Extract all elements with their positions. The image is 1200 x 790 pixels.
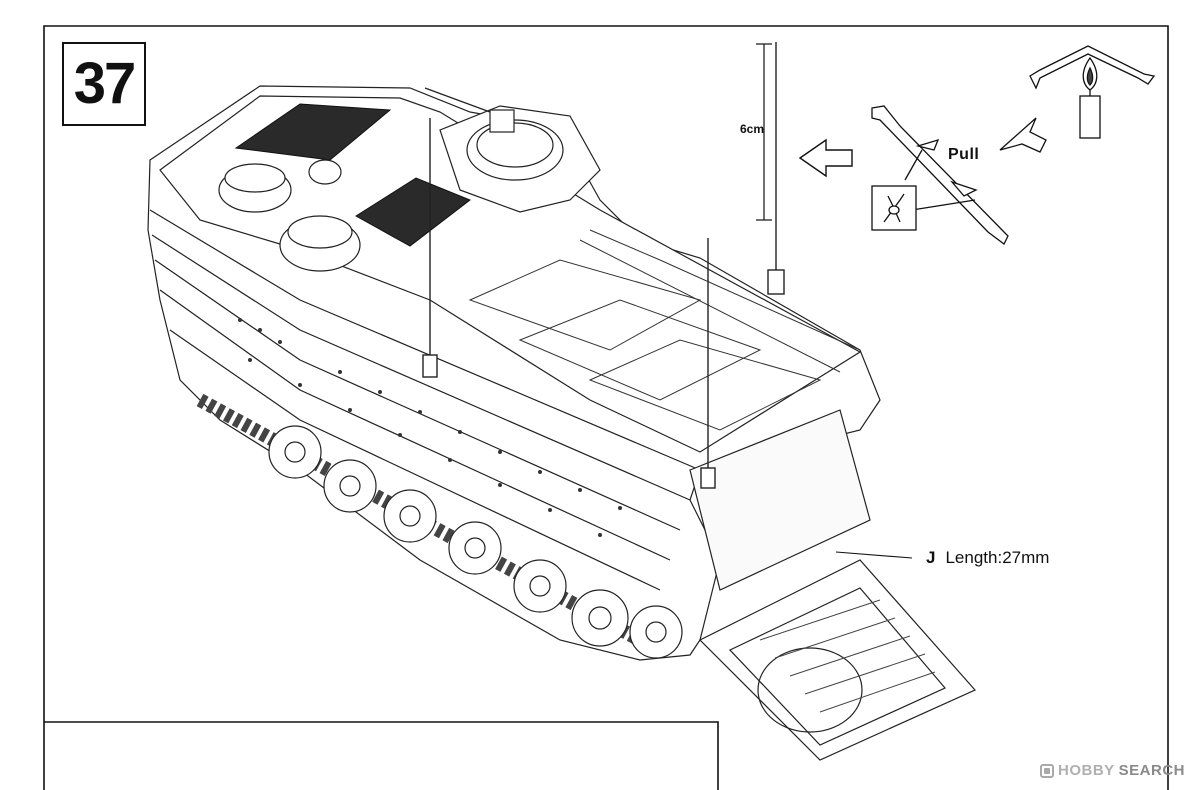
watermark-service: SEARCH [1118, 762, 1186, 779]
rivets [238, 318, 622, 537]
part-length: Length:27mm [945, 548, 1050, 567]
ruler-length-label: 6cm [740, 122, 765, 136]
stretched-sprue-icon [871, 105, 1009, 245]
step-number: 37 [73, 51, 136, 116]
watermark: HOBBY SEARCH [1040, 762, 1185, 779]
part-length-callout: J Length:27mm [926, 548, 1049, 568]
nippers-icon [871, 185, 917, 231]
page-frame [43, 25, 1169, 790]
turret [424, 87, 601, 213]
deck-panels [468, 229, 861, 431]
direction-arrow-icon [798, 138, 853, 178]
step-number-box: 37 [62, 42, 146, 126]
rear-ramp [689, 409, 976, 761]
leader-line [835, 551, 913, 559]
heat-arrow-icon [999, 117, 1047, 153]
candle-icon [1029, 45, 1156, 139]
hatches [218, 159, 361, 272]
watermark-brand: HOBBY [1058, 762, 1115, 779]
watermark-logo-icon [1040, 763, 1054, 778]
pull-label: Pull [948, 146, 980, 163]
tracks [196, 393, 683, 659]
length-ruler [756, 43, 772, 221]
part-letter: J [926, 548, 936, 567]
antennas [422, 42, 785, 489]
engine-grille-front [234, 103, 471, 247]
